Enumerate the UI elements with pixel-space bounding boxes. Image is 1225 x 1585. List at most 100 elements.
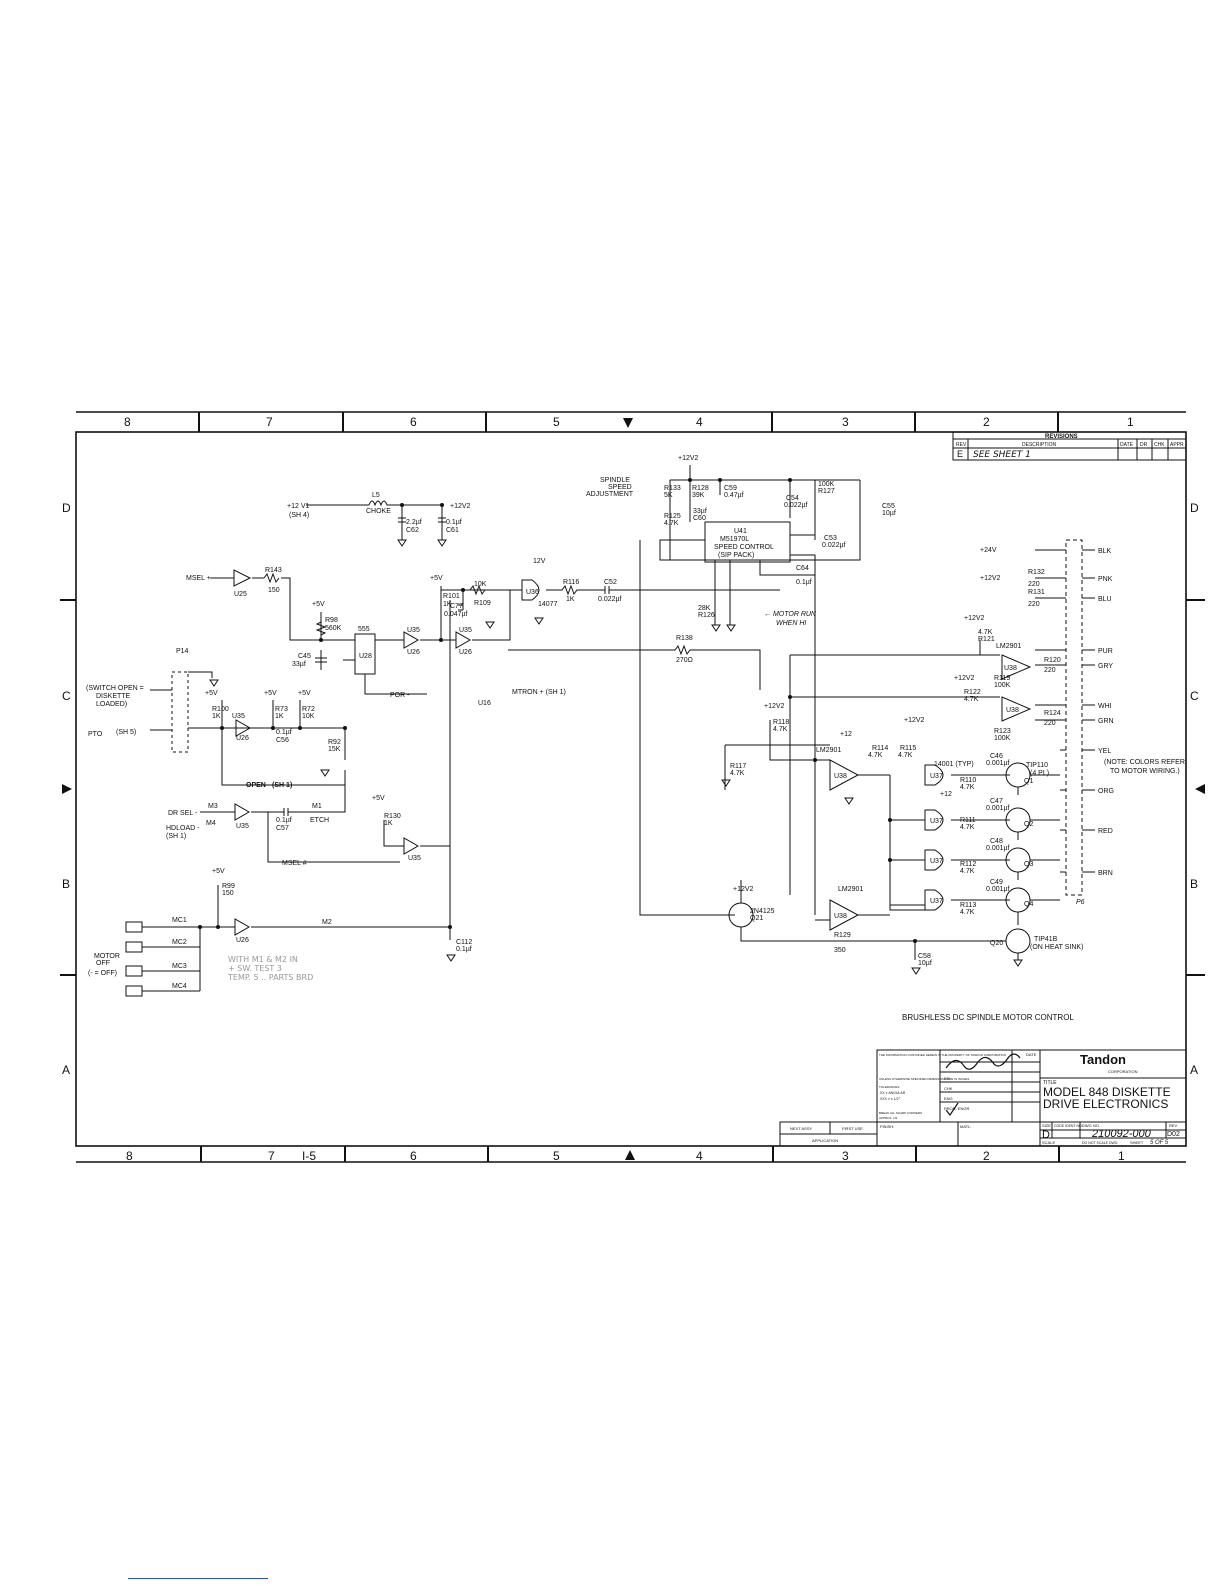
wire-org: ORG xyxy=(1098,788,1114,795)
rev-row-letter: E xyxy=(957,449,963,459)
label-555: 555 xyxy=(358,626,370,633)
label-c48: C48 xyxy=(990,838,1003,845)
revisions-header: REVISIONS xyxy=(1045,434,1078,440)
label-5v-r100: +5V xyxy=(205,690,218,697)
label-c60: C60 xyxy=(693,515,706,522)
zone-col-bot-6: 3 xyxy=(842,1149,849,1163)
label-m1: M1 xyxy=(312,803,322,810)
label-u36: U36 xyxy=(526,589,539,596)
label-lm2901-b: LM2901 xyxy=(838,886,863,893)
label-r110-val: 4.7K xyxy=(960,784,975,791)
label-14077: 14077 xyxy=(538,601,558,608)
tb-sheet-label: SHEET xyxy=(1130,1140,1144,1145)
label-12v1: +12 V1 xyxy=(287,503,309,510)
label-12v2-r122: +12V2 xyxy=(954,675,975,682)
label-c60-val: 33µf xyxy=(693,508,707,515)
label-5v-r72: +5V xyxy=(298,690,311,697)
label-c56: C56 xyxy=(276,737,289,744)
zone-col-top-3: 6 xyxy=(410,415,417,429)
label-r116-val: 1K xyxy=(566,596,575,603)
label-r143: R143 xyxy=(265,567,282,574)
wire-brn: BRN xyxy=(1098,870,1113,877)
label-u26-c: U26 xyxy=(236,735,249,742)
label-r131: R131 xyxy=(1028,589,1045,596)
label-c77-val: 0.047µf xyxy=(444,611,468,618)
label-r127: R127 xyxy=(818,488,835,495)
label-c55-val: 10µf xyxy=(882,510,896,517)
label-m3: M3 xyxy=(208,803,218,810)
label-r92-val: 15K xyxy=(328,746,341,753)
label-r120-val: 220 xyxy=(1044,667,1056,674)
label-r99-val: 150 xyxy=(222,890,234,897)
label-u26-b: U26 xyxy=(459,649,472,656)
label-pto-ref: (SH 5) xyxy=(116,729,136,736)
label-12v2-r118: +12V2 xyxy=(764,703,785,710)
label-r112: R112 xyxy=(960,861,976,868)
label-spindle-speed: SPEED xyxy=(608,484,632,491)
zone-col-bot-3: 6 xyxy=(410,1149,417,1163)
label-r98-val: 560K xyxy=(325,625,342,632)
label-r130-val: 1K xyxy=(384,820,393,827)
label-r119: R119 xyxy=(994,675,1010,682)
zone-col-top-7: 2 xyxy=(983,415,990,429)
tb-company-sub: CORPORATION xyxy=(1108,1069,1138,1074)
label-tip41b-n: (ON HEAT SINK) xyxy=(1030,944,1083,951)
label-c46-val: 0.001µf xyxy=(986,760,1010,767)
label-c47-val: 0.001µf xyxy=(986,805,1010,812)
zone-labels: 8 7 6 5 4 3 2 1 8 7 I-5 6 5 4 3 2 1 D C … xyxy=(62,415,1199,1163)
label-u37-d: U37 xyxy=(930,898,943,905)
label-c59: C59 xyxy=(724,485,737,492)
rev-col-dr: DR xyxy=(1140,442,1148,448)
tb-dr-label: DR xyxy=(944,1076,950,1081)
label-hdload-ref: (SH 1) xyxy=(166,833,186,840)
label-r100: R100 xyxy=(212,706,229,713)
label-dr-sel: DR SEL - xyxy=(168,810,198,817)
handnote-line-2: + SW. TEST 3 xyxy=(228,964,282,973)
label-c62-val: 2.2µf xyxy=(406,519,422,526)
label-u38-c: U38 xyxy=(1004,665,1017,672)
zone-col-bot-4: 5 xyxy=(553,1149,560,1163)
wire-yel: YEL xyxy=(1098,748,1111,755)
label-24v: +24V xyxy=(980,547,997,554)
label-12v2-r121: +12V2 xyxy=(964,615,985,622)
label-r124-val: 220 xyxy=(1044,720,1056,727)
label-diskette: DISKETTE xyxy=(96,693,131,700)
label-5v-r98: +5V xyxy=(312,601,325,608)
zone-col-top-1: 8 xyxy=(124,415,131,429)
label-p14: P14 xyxy=(176,648,189,655)
wire-grn: GRN xyxy=(1098,718,1114,725)
label-r126-val: 28K xyxy=(698,605,711,612)
label-2n4125: 2N4125 xyxy=(750,908,775,915)
wire-pur: PUR xyxy=(1098,648,1113,655)
label-tip110: TIP110 xyxy=(1026,762,1048,769)
label-r138-val: 270Ω xyxy=(676,657,693,664)
label-u28: U28 xyxy=(359,653,372,660)
rev-col-chk: CHK xyxy=(1154,442,1165,448)
label-r121-val: 4.7K xyxy=(978,629,993,636)
label-r92: R92 xyxy=(328,739,341,746)
label-r123: R123 xyxy=(994,728,1011,735)
label-r112-val: 4.7K xyxy=(960,868,975,875)
label-q20: Q20 xyxy=(990,940,1003,947)
label-r111-val: 4.7K xyxy=(960,824,975,831)
label-r109-val: 10K xyxy=(474,581,487,588)
rev-col-desc: DESCRIPTION xyxy=(1022,442,1057,448)
label-r109: R109 xyxy=(474,600,491,607)
label-q2: Q2 xyxy=(1024,821,1033,828)
label-5v-r73: +5V xyxy=(264,690,277,697)
zone-col-bot-5: 4 xyxy=(696,1149,703,1163)
label-q3: Q3 xyxy=(1024,861,1033,868)
tb-title-2: DRIVE ELECTRONICS xyxy=(1043,1097,1168,1111)
wire-gry: GRY xyxy=(1098,663,1113,670)
label-c49: C49 xyxy=(990,879,1003,886)
junction-dots xyxy=(198,478,917,943)
label-c52: C52 xyxy=(604,579,617,586)
handwritten-note: WITH M1 & M2 IN + SW. TEST 3 TEMP. 5 .. … xyxy=(227,955,313,982)
rev-row-description: SEE SHEET 1 xyxy=(973,450,1031,460)
wire-whi: WHI xyxy=(1098,703,1112,710)
label-tip110-n: (4 PL) xyxy=(1030,770,1049,777)
label-motor-run: ← MOTOR RUN xyxy=(764,611,817,618)
tb-size-label: SIZE xyxy=(1042,1123,1051,1128)
tb-chk-label: CHK xyxy=(944,1086,953,1091)
